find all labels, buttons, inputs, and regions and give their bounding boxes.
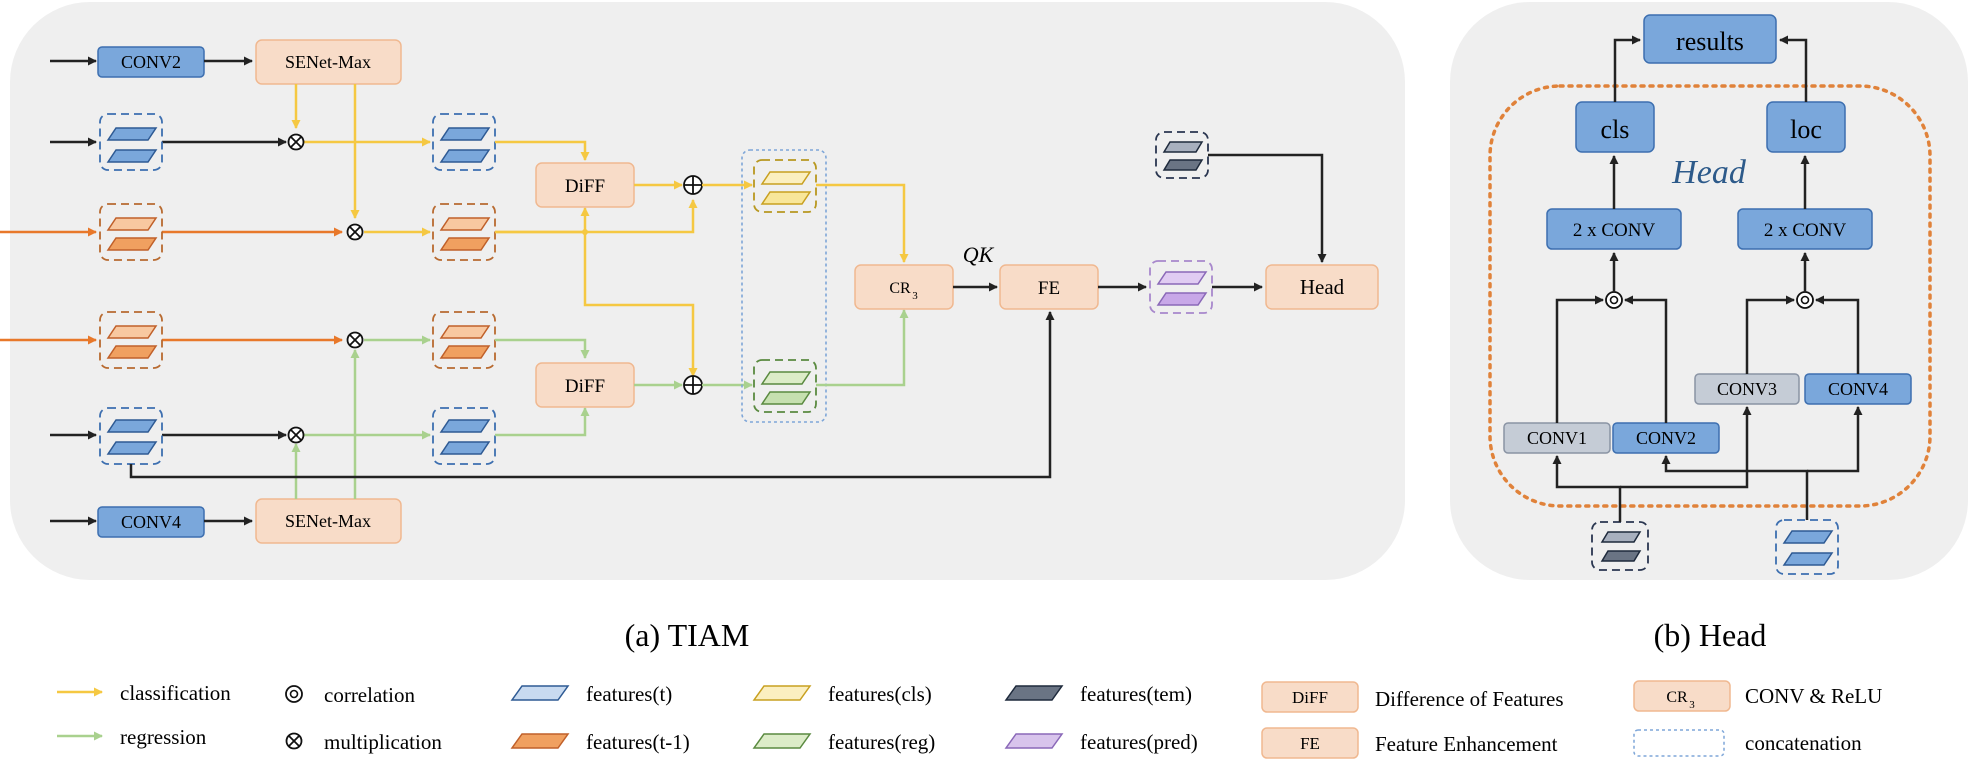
qk-label: QK bbox=[963, 242, 995, 267]
legend-concatenation: concatenation bbox=[1633, 729, 1862, 757]
features-pred-stack bbox=[1149, 260, 1213, 314]
features-tem-stack bbox=[1591, 521, 1649, 571]
features-t1-stack bbox=[99, 311, 163, 369]
multiplication-symbol bbox=[346, 331, 364, 349]
add-symbol bbox=[683, 375, 703, 395]
svg-text:features(t): features(t) bbox=[586, 682, 672, 706]
multiplication-symbol bbox=[287, 133, 305, 151]
svg-text:CONV2: CONV2 bbox=[121, 52, 181, 72]
legend-diff: DiFF Difference of Features bbox=[1261, 681, 1564, 713]
head-block: Head bbox=[1265, 264, 1379, 310]
conv2-block: CONV2 bbox=[97, 46, 205, 78]
features-t-stack bbox=[432, 407, 496, 465]
legend-features-cls: features(cls) bbox=[752, 682, 932, 706]
correlation-symbol bbox=[1796, 291, 1814, 309]
conv2-head-block: CONV2 bbox=[1612, 422, 1720, 454]
svg-text:SENet-Max: SENet-Max bbox=[285, 511, 371, 531]
svg-text:features(tem): features(tem) bbox=[1080, 682, 1192, 706]
loc-block: loc bbox=[1766, 101, 1846, 153]
svg-text:3: 3 bbox=[1689, 699, 1695, 711]
cr3-block: CR 3 bbox=[854, 264, 954, 310]
svg-text:classification: classification bbox=[120, 681, 231, 705]
svg-text:3: 3 bbox=[912, 290, 918, 302]
legend-regression: regression bbox=[57, 725, 207, 749]
svg-text:features(reg): features(reg) bbox=[828, 730, 935, 754]
svg-text:Feature Enhancement: Feature Enhancement bbox=[1375, 732, 1558, 756]
svg-text:CONV2: CONV2 bbox=[1636, 428, 1696, 448]
svg-text:features(cls): features(cls) bbox=[828, 682, 932, 706]
correlation-symbol bbox=[1605, 291, 1623, 309]
svg-text:CR: CR bbox=[889, 280, 911, 297]
features-reg-stack bbox=[753, 359, 817, 413]
svg-text:FE: FE bbox=[1300, 734, 1320, 753]
svg-text:2 x CONV: 2 x CONV bbox=[1764, 220, 1847, 241]
features-t-stack bbox=[99, 113, 163, 171]
svg-text:2 x CONV: 2 x CONV bbox=[1573, 220, 1656, 241]
svg-text:DiFF: DiFF bbox=[565, 376, 605, 397]
senet-max-top-block: SENet-Max bbox=[255, 39, 402, 85]
legend-features-t1: features(t-1) bbox=[510, 730, 690, 754]
svg-text:Difference of Features: Difference of Features bbox=[1375, 687, 1564, 711]
svg-text:cls: cls bbox=[1601, 115, 1630, 144]
svg-text:SENet-Max: SENet-Max bbox=[285, 52, 371, 72]
features-tem-stack bbox=[1155, 131, 1209, 179]
legend-features-pred: features(pred) bbox=[1004, 730, 1198, 754]
add-symbol bbox=[683, 175, 703, 195]
svg-text:CONV4: CONV4 bbox=[121, 512, 181, 532]
svg-text:regression: regression bbox=[120, 725, 207, 749]
svg-text:features(t-1): features(t-1) bbox=[586, 730, 690, 754]
conv4-head-block: CONV4 bbox=[1804, 373, 1912, 405]
svg-text:DiFF: DiFF bbox=[565, 176, 605, 197]
conv3-block: CONV3 bbox=[1694, 373, 1800, 405]
legend-features-tem: features(tem) bbox=[1004, 682, 1192, 706]
legend-features-t: features(t) bbox=[510, 682, 672, 706]
senet-max-bottom-block: SENet-Max bbox=[255, 498, 402, 544]
tiam-caption: (a) TIAM bbox=[625, 617, 750, 653]
svg-text:multiplication: multiplication bbox=[324, 730, 442, 754]
legend-features-reg: features(reg) bbox=[752, 730, 935, 754]
head-caption: (b) Head bbox=[1654, 617, 1767, 653]
svg-text:CONV & ReLU: CONV & ReLU bbox=[1745, 684, 1882, 708]
features-t-stack bbox=[1775, 519, 1839, 575]
tiam-panel bbox=[10, 2, 1405, 580]
conv2x-left-block: 2 x CONV bbox=[1546, 208, 1682, 250]
conv2x-right-block: 2 x CONV bbox=[1737, 208, 1873, 250]
svg-text:FE: FE bbox=[1038, 278, 1060, 299]
svg-text:CR: CR bbox=[1666, 689, 1688, 706]
svg-text:CONV3: CONV3 bbox=[1717, 379, 1777, 399]
head-panel bbox=[1450, 2, 1968, 580]
diff-top-block: DiFF bbox=[535, 162, 635, 208]
head-panel-label: Head bbox=[1671, 154, 1747, 191]
svg-text:CONV1: CONV1 bbox=[1527, 428, 1587, 448]
svg-text:concatenation: concatenation bbox=[1745, 731, 1862, 755]
conv4-block: CONV4 bbox=[97, 506, 205, 538]
features-cls-stack bbox=[753, 159, 817, 213]
legend-multiplication: multiplication bbox=[285, 730, 442, 754]
results-block: results bbox=[1643, 14, 1777, 64]
legend-fe: FE Feature Enhancement bbox=[1261, 727, 1558, 759]
fe-block: FE bbox=[999, 264, 1099, 310]
svg-text:features(pred): features(pred) bbox=[1080, 730, 1198, 754]
multiplication-symbol bbox=[287, 426, 305, 444]
conv1-block: CONV1 bbox=[1503, 422, 1611, 454]
legend-cr3: CR 3 CONV & ReLU bbox=[1633, 680, 1882, 712]
svg-text:loc: loc bbox=[1790, 115, 1822, 144]
svg-text:DiFF: DiFF bbox=[1292, 688, 1328, 707]
legend-correlation: correlation bbox=[285, 683, 415, 707]
svg-text:correlation: correlation bbox=[324, 683, 415, 707]
multiplication-symbol bbox=[346, 223, 364, 241]
features-t1-stack bbox=[99, 203, 163, 261]
svg-text:CONV4: CONV4 bbox=[1828, 379, 1888, 399]
head-dotted-border bbox=[1488, 84, 1932, 508]
diff-bottom-block: DiFF bbox=[535, 362, 635, 408]
cls-block: cls bbox=[1575, 101, 1655, 153]
legend: classification regression correlation mu… bbox=[57, 680, 1882, 759]
svg-text:results: results bbox=[1676, 27, 1744, 56]
svg-text:Head: Head bbox=[1300, 275, 1345, 299]
legend-classification: classification bbox=[57, 681, 231, 705]
features-t-stack bbox=[99, 407, 163, 465]
